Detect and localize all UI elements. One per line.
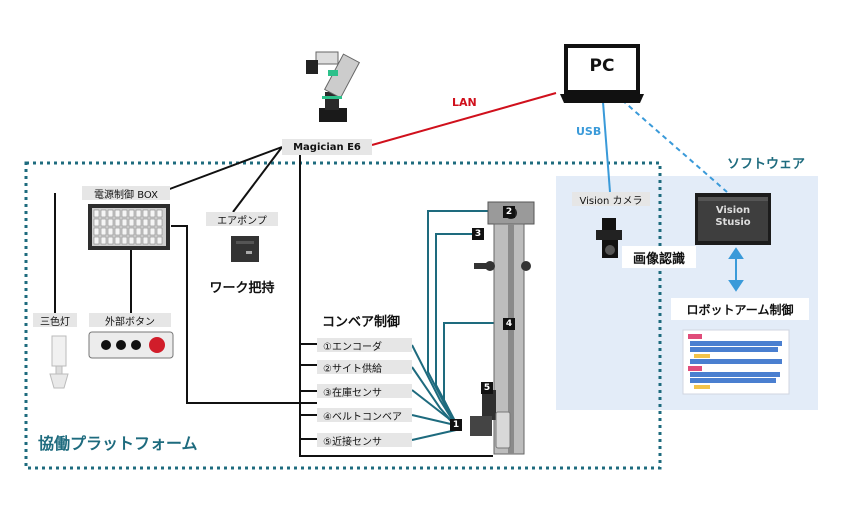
conveyor-item-encoder: ①エンコーダ — [317, 338, 412, 353]
conveyor-number-2: 2 — [503, 206, 515, 218]
power-box-panel-icon — [88, 204, 170, 250]
conveyor-control-label: コンベア制御 — [305, 309, 417, 331]
vision-camera-icon — [596, 218, 622, 258]
air-pump-icon — [231, 236, 259, 262]
vision-studio-line-2: Stusio — [715, 217, 751, 228]
software-area-label: ソフトウェア — [727, 157, 806, 172]
work-hold-label: ワーク把持 — [196, 275, 288, 297]
lan-label: LAN — [452, 96, 477, 109]
vision-studio-screen-icon — [695, 193, 771, 245]
vision-camera-label: Vision カメラ — [572, 192, 650, 207]
conveyor-item-stock-sensor: ③在庫センサ — [317, 384, 412, 399]
conveyor-number-1: 1 — [450, 419, 462, 431]
tricolor-lamp-icon — [49, 335, 69, 389]
conveyor-number-3: 3 — [472, 228, 484, 240]
usb-label: USB — [576, 125, 602, 138]
vision-studio-line-1: Vision — [715, 205, 751, 216]
lan-line — [371, 92, 557, 146]
usb-line — [602, 101, 611, 193]
vision-studio-label: Vision Stusio — [698, 205, 768, 229]
power-box-label: 電源制御 BOX — [82, 186, 170, 201]
external-button-label: 外部ボタン — [89, 313, 171, 328]
robot-label: Magician E6 — [282, 139, 372, 155]
blockly-program-icon — [682, 329, 790, 395]
pc-label: PC — [589, 56, 615, 76]
robot-arm-control-label: ロボットアーム制御 — [671, 298, 809, 320]
image-recognition-label: 画像認識 — [622, 246, 696, 268]
robot-arm-icon — [306, 51, 361, 122]
air-pump-label: エアポンプ — [206, 212, 278, 227]
conveyor-number-5: 5 — [481, 382, 493, 394]
cobot-platform-boundary — [24, 161, 662, 470]
conveyor-item-belt-conveyor: ④ベルトコンベア — [317, 408, 412, 423]
black-connections — [54, 146, 493, 457]
conveyor-item-site-supply: ②サイト供給 — [317, 360, 412, 375]
vision-control-arrow — [728, 247, 744, 292]
pc-monitor-icon — [560, 44, 644, 103]
tricolor-lamp-label: 三色灯 — [33, 313, 77, 328]
external-button-box-icon — [88, 331, 174, 359]
conveyor-number-4: 4 — [503, 318, 515, 330]
cobot-platform-label: 協働プラットフォーム — [38, 434, 198, 453]
conveyor-item-proximity-sensor: ⑤近接センサ — [317, 433, 412, 448]
